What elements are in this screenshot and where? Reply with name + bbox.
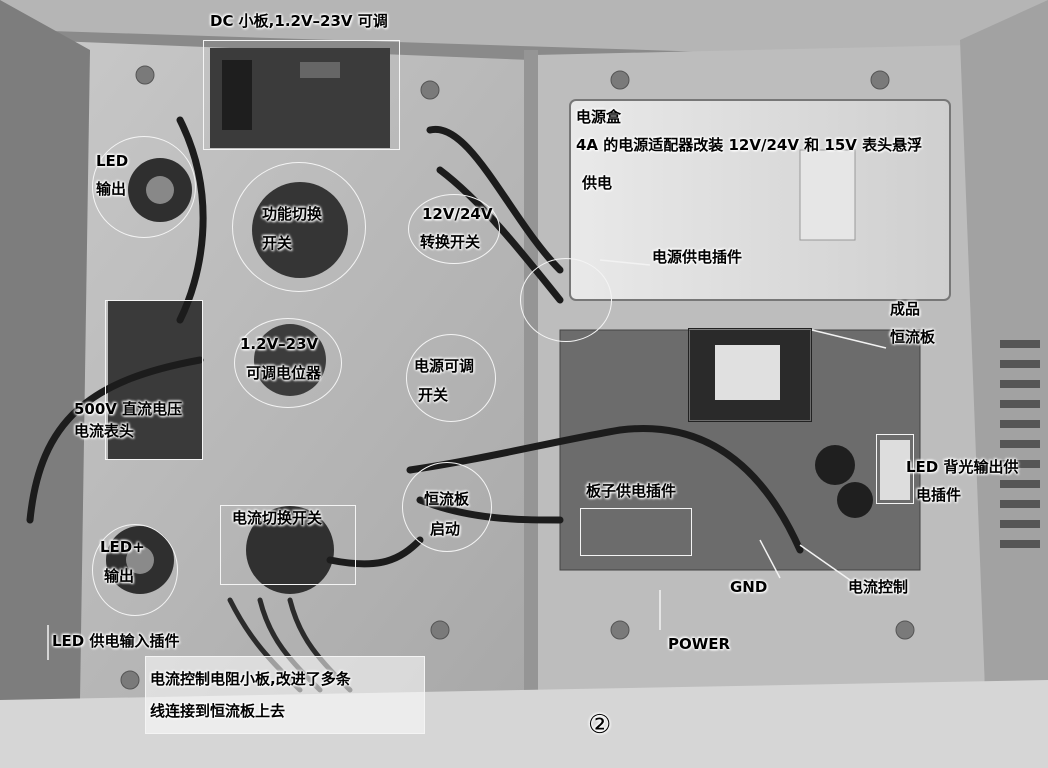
psu-adjust-circle [406, 334, 496, 422]
current-control-label: 电流控制 [848, 578, 909, 596]
function-switch-circle [232, 162, 366, 292]
function-switch-label-2: 开关 [262, 234, 293, 252]
power-supply-label: 供电 [582, 174, 613, 192]
potentiometer-label-2: 可调电位器 [246, 364, 322, 382]
cc-start-circle [402, 462, 492, 552]
power-box-label: 电源盒 [576, 108, 622, 126]
power-label: POWER [668, 635, 731, 653]
resistor-board-label-1: 电流控制电阻小板,改进了多条 [150, 670, 351, 688]
backlight-plug-outline [876, 434, 914, 504]
potentiometer-label-1: 1.2V–23V [240, 335, 319, 353]
meter-outline [105, 300, 203, 460]
led-output-label-2: 输出 [96, 180, 127, 198]
dc-board-outline [203, 40, 400, 150]
led-output-label-1: LED [96, 152, 129, 170]
led-plus-label-1: LED+ [100, 538, 145, 556]
psu-adjust-label-1: 电源可调 [414, 357, 475, 375]
finished-board-label-2: 恒流板 [890, 328, 936, 346]
voltage-switch-label-2: 转换开关 [420, 233, 481, 251]
psu-plug-circle [520, 258, 612, 342]
led-output-circle [92, 136, 196, 238]
meter-label-1: 500V 直流电压 [74, 400, 183, 418]
psu-plug-label: 电源供电插件 [652, 248, 743, 266]
current-switch-outline [220, 505, 356, 585]
backlight-plug-label-1: LED 背光输出供 [906, 458, 1019, 476]
board-plug-label: 板子供电插件 [586, 482, 677, 500]
led-plus-circle [92, 524, 178, 616]
cc-start-label-2: 启动 [430, 520, 461, 538]
figure-number: ② [588, 710, 612, 740]
cc-start-label-1: 恒流板 [424, 490, 470, 508]
led-input-plug-label: LED 供电输入插件 [52, 632, 180, 650]
board-plug-outline [580, 508, 692, 556]
voltage-switch-circle [408, 194, 500, 264]
finished-board-label-1: 成品 [890, 300, 921, 318]
backlight-plug-label-2: 电插件 [916, 486, 962, 504]
resistor-board-label-2: 线连接到恒流板上去 [150, 702, 286, 720]
gnd-label: GND [730, 578, 768, 596]
meter-label-2: 电流表头 [74, 422, 135, 440]
adapter-note-label: 4A 的电源适配器改装 12V/24V 和 15V 表头悬浮 [576, 136, 923, 154]
dc-board-label: DC 小板,1.2V–23V 可调 [210, 12, 388, 30]
resistor-board-note-box [145, 656, 425, 734]
current-switch-label: 电流切换开关 [232, 509, 323, 527]
voltage-switch-label-1: 12V/24V [422, 205, 493, 223]
psu-adjust-label-2: 开关 [418, 386, 449, 404]
cc-board-transformer-outline [688, 328, 812, 422]
function-switch-label-1: 功能切换 [262, 205, 323, 223]
potentiometer-circle [234, 318, 342, 408]
led-plus-label-2: 输出 [104, 567, 135, 585]
